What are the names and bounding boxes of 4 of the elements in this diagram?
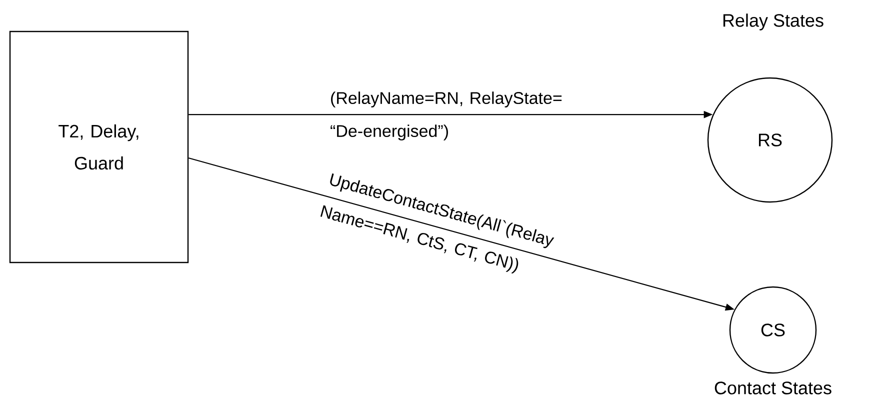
edge-label: (RelayName=RN, RelayState= “De-energised”) [330, 92, 562, 140]
state-caption: Relay States [723, 14, 824, 30]
process-box: T2, Delay, Guard [9, 30, 189, 264]
state-caption: Contact States [714, 382, 832, 394]
